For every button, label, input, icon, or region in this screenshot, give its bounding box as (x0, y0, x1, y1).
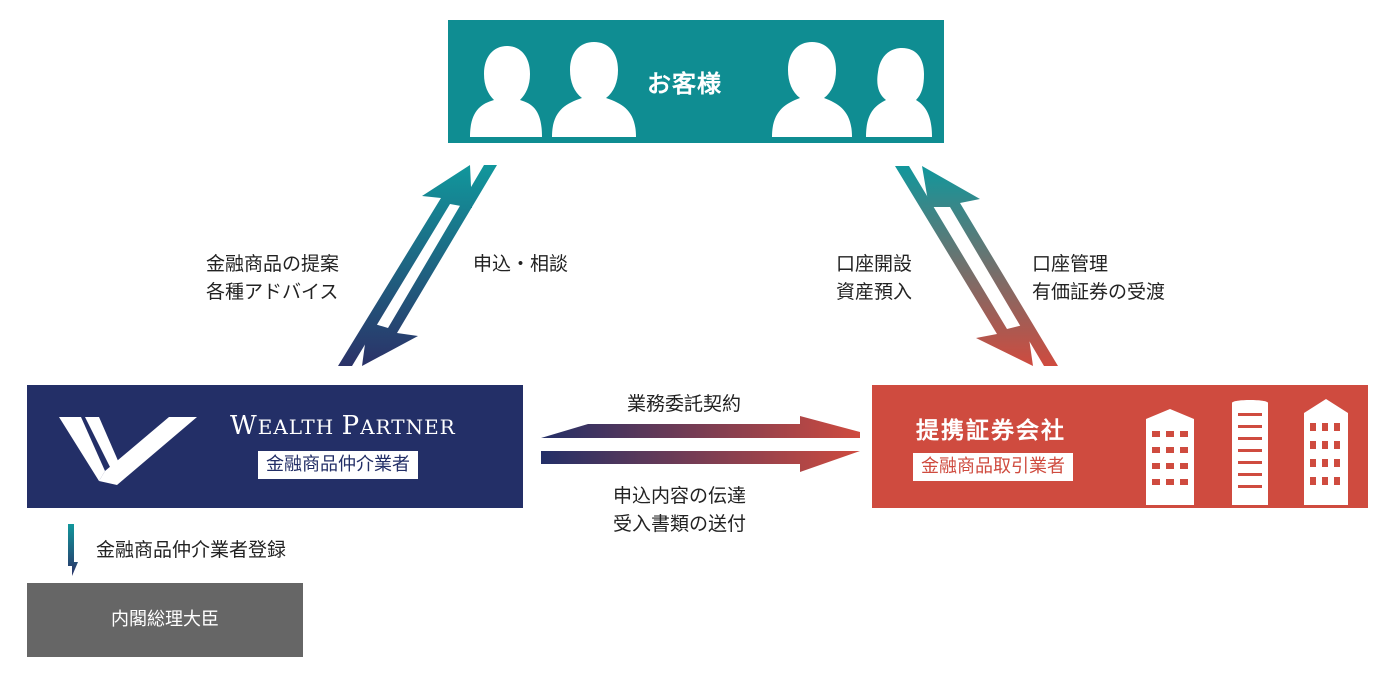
flow-label-line: 口座管理 (1032, 253, 1109, 275)
flow-label-transmission: 申込内容の伝達 受入書類の送付 (613, 482, 746, 538)
flow-label-line: 口座開設 (836, 253, 913, 275)
customer-silhouettes-icon (470, 42, 932, 137)
customers-box: お客様 (448, 20, 944, 143)
prime-minister-box: 内閣総理大臣 (27, 583, 303, 657)
arrow-customers-to-partner (895, 166, 1033, 366)
flow-label-line: 受入書類の送付 (613, 513, 747, 535)
arrow-customers-to-wp (362, 165, 497, 366)
flow-label-customers-to-wp: 申込・相談 (473, 253, 569, 275)
wealth-partner-box: WEALTH PARTNER 金融商品仲介業者 (27, 385, 523, 508)
flow-label-partner-to-customers: 口座管理 有価証券の受渡 (1032, 250, 1165, 306)
partner-title: 提携証券会社 (916, 418, 1066, 444)
arrow-wp-to-partner-upper (541, 416, 860, 438)
flow-label-line: 金融商品の提案 (206, 253, 340, 275)
flow-label-customers-to-partner: 口座開設 資産預入 (836, 250, 912, 306)
flow-label-registration: 金融商品仲介業者登録 (96, 539, 287, 561)
flow-label-line: 申込内容の伝達 (613, 485, 747, 507)
arrow-wp-to-partner-lower (541, 451, 860, 472)
partner-securities-box: 提携証券会社 金融商品取引業者 (872, 385, 1368, 508)
arrow-wp-to-customers (338, 165, 472, 366)
wealth-partner-name: WEALTH PARTNER (230, 411, 456, 441)
partner-badge: 金融商品取引業者 (913, 453, 1073, 481)
flow-label-contract: 業務委託契約 (627, 393, 742, 415)
arrow-partner-to-customers (922, 166, 1058, 366)
wealth-partner-logo-icon (59, 417, 197, 485)
flow-label-line: 有価証券の受渡 (1032, 281, 1166, 303)
customers-title: お客様 (647, 70, 722, 98)
arrow-registration (68, 524, 78, 576)
buildings-icon (1146, 399, 1348, 505)
wealth-partner-badge: 金融商品仲介業者 (258, 451, 418, 479)
flow-label-line: 資産預入 (836, 281, 913, 303)
prime-minister-label: 内閣総理大臣 (111, 609, 219, 630)
flow-label-wp-to-customers: 金融商品の提案 各種アドバイス (206, 250, 339, 306)
flow-label-line: 各種アドバイス (206, 281, 339, 303)
